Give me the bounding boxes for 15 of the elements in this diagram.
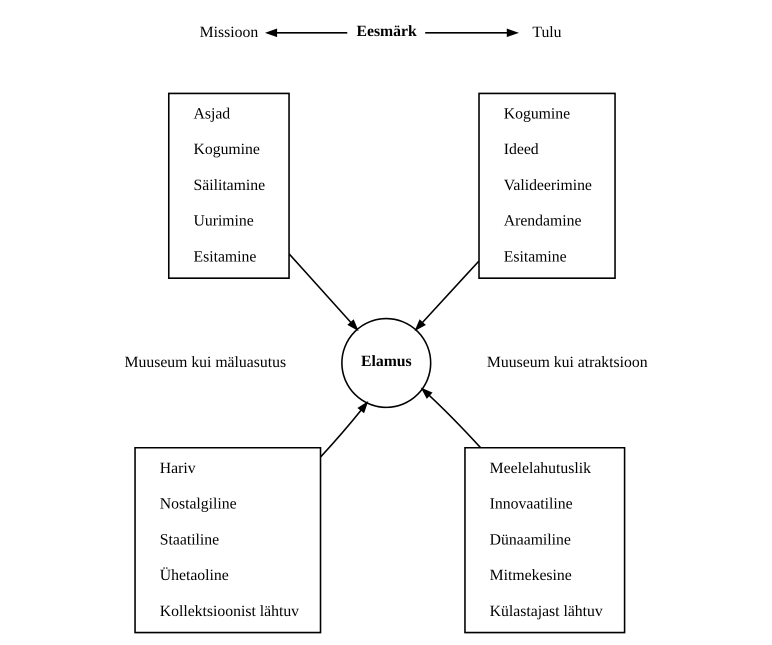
node-box: Hariv Nostalgiline Staatiline Ühetaoline Kollektsioonist lähtuv [134, 446, 322, 634]
node-text: Eesmärk [356, 22, 417, 40]
arrow [414, 260, 480, 332]
arrow [320, 401, 368, 458]
label: Muuseum kui atraktsioon [486, 354, 648, 372]
node-text: Tulu [532, 24, 562, 41]
node-box: Kogumine Ideed Valideerimine Arendamine Esitamine [478, 92, 616, 279]
arrow [420, 388, 482, 448]
node-box: Meelelahutuslik Innovaatiline Dünaamiline Mitmekesine Külastajast lähtuv [464, 446, 626, 634]
node-box: Asjad Kogumine Säilitamine Uurimine Esitamine [168, 92, 290, 279]
arrow [264, 28, 348, 38]
label: Muuseum kui mäluasutus [124, 354, 286, 372]
node-text: Missioon [200, 24, 258, 41]
arrow [288, 254, 359, 332]
arrow [425, 28, 519, 38]
